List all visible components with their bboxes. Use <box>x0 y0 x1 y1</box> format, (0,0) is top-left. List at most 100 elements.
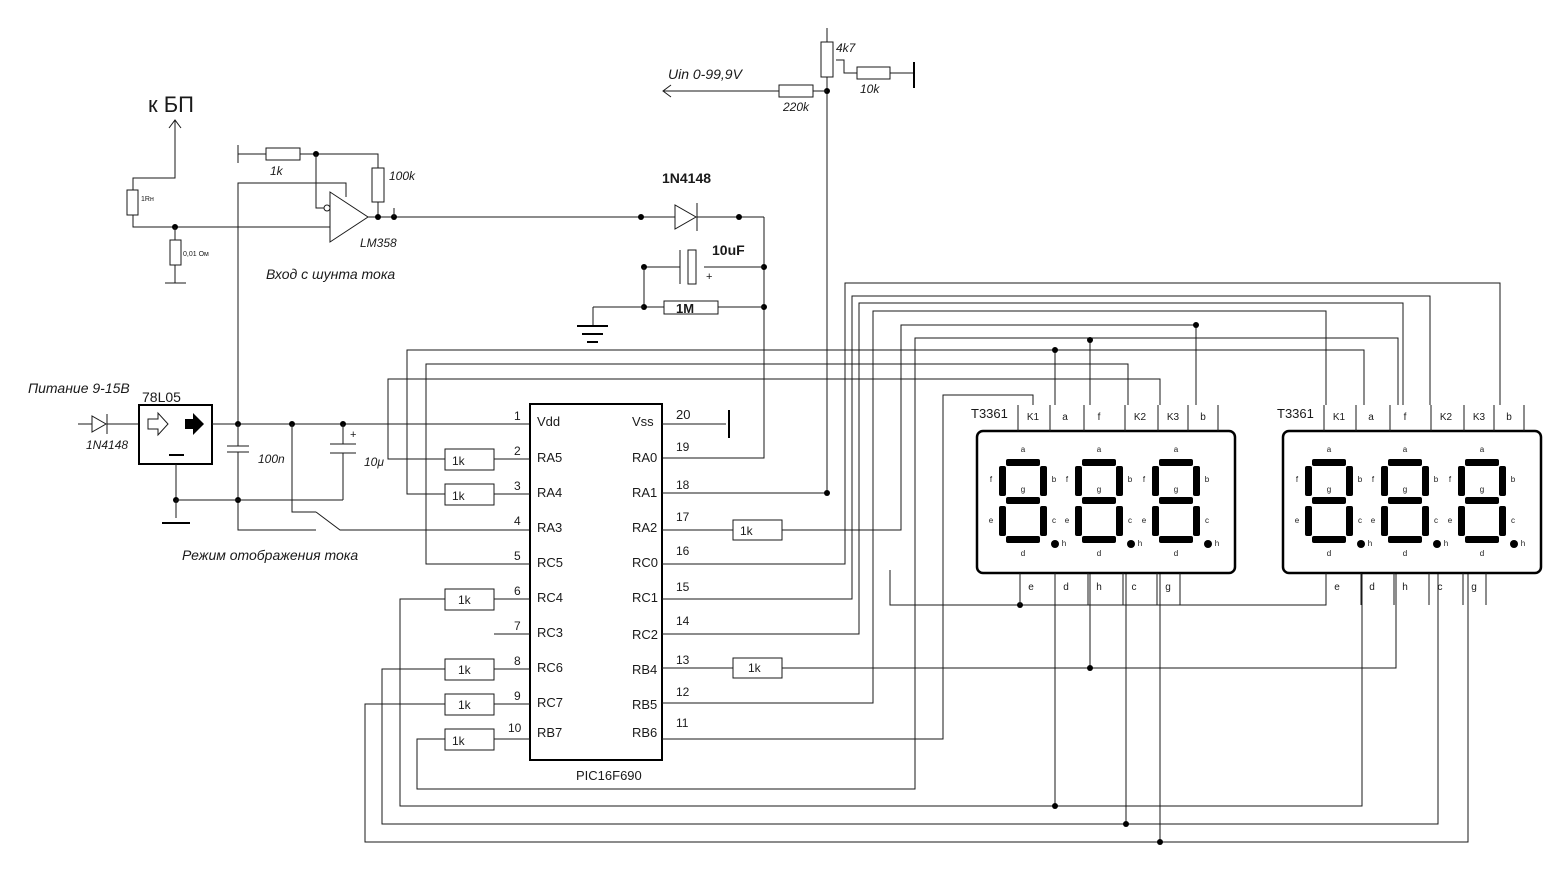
segment-label: d <box>1021 549 1025 558</box>
display-top-pin-label: K2 <box>1440 412 1453 423</box>
display-top-pin-label: K3 <box>1473 412 1486 423</box>
display-top-pin-label: a <box>1062 412 1068 423</box>
segment-label: f <box>1372 475 1375 484</box>
segment-e <box>1458 506 1465 536</box>
mcu-body <box>529 403 663 761</box>
segment-label: g <box>1480 485 1484 494</box>
display-model-label: T3361 <box>971 406 1008 421</box>
segment-label: e <box>1142 516 1147 525</box>
segment-label: h <box>1215 539 1219 548</box>
segment-label: f <box>1143 475 1146 484</box>
segment-label: b <box>1205 475 1210 484</box>
resistor-1k-top <box>265 147 301 161</box>
pin-14-number: 14 <box>676 614 690 628</box>
segment-label: e <box>1295 516 1300 525</box>
pin-19-number: 19 <box>676 440 690 454</box>
shunt-value-label: 0,01 Ом <box>183 251 209 258</box>
segment-f <box>1305 466 1312 496</box>
segment-a <box>1006 459 1040 466</box>
segment-b <box>1116 466 1123 496</box>
pin-rb7: RB7 <box>537 725 562 740</box>
display-bottom-pin-label: e <box>1334 582 1340 593</box>
pin-rc0: RC0 <box>632 555 658 570</box>
pin-9-number: 9 <box>514 689 521 703</box>
capacitor-10uf <box>687 249 697 285</box>
pin-rb4: RB4 <box>632 662 657 677</box>
pin-20-number: 20 <box>676 407 690 422</box>
resistor-220k-label: 220k <box>782 100 810 114</box>
segment-label: a <box>1327 445 1332 454</box>
pin-vdd: Vdd <box>537 414 560 429</box>
pin-ra4: RA4 <box>537 485 562 500</box>
pin-rc4: RC4 <box>537 590 563 605</box>
segment-f <box>1075 466 1082 496</box>
segment-label: g <box>1097 485 1101 494</box>
segment-label: d <box>1480 549 1484 558</box>
segment-label: e <box>1448 516 1453 525</box>
pin-2-number: 2 <box>514 444 521 458</box>
segment-label: e <box>1371 516 1376 525</box>
segment-e <box>999 506 1006 536</box>
segment-d <box>1082 536 1116 543</box>
display-top-pin-label: K1 <box>1027 412 1040 423</box>
segment-label: c <box>1358 516 1362 525</box>
potentiometer-4k7 <box>820 41 834 78</box>
pin-ra5: RA5 <box>537 450 562 465</box>
segment-label: d <box>1327 549 1331 558</box>
cap-10u-label: 10μ <box>364 455 384 469</box>
cap-100n-label: 100n <box>258 452 285 466</box>
segment-dp <box>1051 540 1059 548</box>
pin-ra3: RA3 <box>537 520 562 535</box>
segment-g <box>1465 497 1499 504</box>
pin-4-number: 4 <box>514 514 521 528</box>
pin-16-number: 16 <box>676 544 690 558</box>
mcu-label: PIC16F690 <box>576 768 642 783</box>
pin-13-number: 13 <box>676 653 690 667</box>
resistor-100k <box>371 167 385 203</box>
segment-label: e <box>989 516 994 525</box>
segment-dp <box>1433 540 1441 548</box>
display-bottom-pin-label: e <box>1028 582 1034 593</box>
pin-6-number: 6 <box>514 584 521 598</box>
current-sense-section: к БП 1Rн 0,01 Ом 1k 100k LM358 Вход с шу… <box>126 92 665 424</box>
diode-1n4148-red <box>674 204 698 230</box>
psu-link-label: к БП <box>148 92 194 117</box>
segment-a <box>1159 459 1193 466</box>
display-bottom-pin-label: d <box>1063 582 1069 593</box>
pin-ra1: RA1 <box>632 485 657 500</box>
segment-label: f <box>1296 475 1299 484</box>
pin-12-number: 12 <box>676 685 690 699</box>
segment-f <box>1381 466 1388 496</box>
segment-c <box>1116 506 1123 536</box>
segment-label: d <box>1174 549 1178 558</box>
segment-b <box>1346 466 1353 496</box>
segment-b <box>1040 466 1047 496</box>
segment-label: b <box>1358 475 1363 484</box>
segment-label: b <box>1128 475 1133 484</box>
shunt-resistor-label: 1Rн <box>141 196 154 203</box>
segment-b <box>1499 466 1506 496</box>
pot-4k7-label: 4k7 <box>836 41 857 55</box>
segment-c <box>1040 506 1047 536</box>
segment-d <box>1388 536 1422 543</box>
pin-vss: Vss <box>632 414 654 429</box>
display-bottom-pin-label: h <box>1402 582 1408 593</box>
segment-d <box>1159 536 1193 543</box>
display-bottom-pin-label: g <box>1471 582 1477 593</box>
segment-a <box>1312 459 1346 466</box>
segment-c <box>1422 506 1429 536</box>
svg-text:1k: 1k <box>458 593 472 607</box>
segment-g <box>1006 497 1040 504</box>
segment-g <box>1312 497 1346 504</box>
mcu-resistors: 1k 1k 1k 1k 1k 1k 1k 1k <box>444 448 783 751</box>
pin-rc5: RC5 <box>537 555 563 570</box>
shunt-0.01-ohm <box>169 239 182 266</box>
pin-rc3: RC3 <box>537 625 563 640</box>
resistor-10k-label: 10k <box>860 82 880 96</box>
